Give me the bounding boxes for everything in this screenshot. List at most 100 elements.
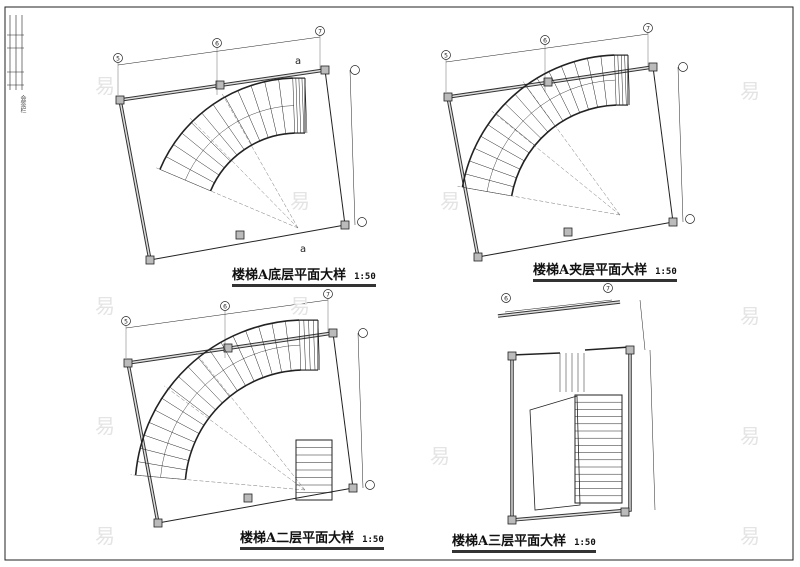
stair-tread: [220, 342, 246, 386]
stair-tread: [295, 78, 298, 134]
axis-label: 6: [504, 296, 508, 303]
column: [123, 358, 133, 368]
watermark: 易: [740, 304, 760, 328]
watermark: 易: [95, 74, 115, 98]
wall-hatch: [511, 352, 631, 521]
section-mark: a: [300, 244, 306, 255]
stair-tread: [285, 321, 292, 371]
stair-tread: [178, 376, 216, 411]
column: [115, 95, 125, 105]
watermark: 易: [440, 189, 460, 213]
watermark: 易: [430, 444, 450, 468]
column: [443, 92, 453, 102]
dimension-line: [639, 299, 646, 351]
watermark: 易: [740, 524, 760, 548]
stair-tread: [137, 461, 187, 471]
stair-tread: [144, 434, 192, 452]
stair-tread: [303, 320, 306, 371]
column: [507, 515, 517, 525]
stair-tread: [250, 85, 269, 138]
axis-bubble: [603, 283, 613, 293]
column: [235, 230, 245, 240]
stair-tread: [154, 409, 200, 434]
title-text: 楼梯A夹层平面大样: [533, 263, 648, 278]
column: [620, 507, 630, 517]
column: [648, 62, 658, 72]
stair-tread: [308, 320, 311, 371]
axis-label: 6: [215, 41, 219, 48]
column: [340, 220, 350, 230]
straight-flight: [574, 394, 623, 504]
stair-tread: [292, 78, 295, 134]
stair-tread: [209, 349, 238, 391]
wall: [157, 487, 354, 524]
plan-title-mezzanine: 楼梯A夹层平面大样 1:50: [533, 259, 677, 282]
stair-tread: [536, 78, 564, 122]
stair-tread: [165, 156, 215, 184]
column: [348, 483, 358, 493]
stair-tread: [548, 71, 572, 117]
scale-text: 1:50: [354, 272, 376, 282]
walk-line: [160, 344, 300, 478]
axis-label: 5: [444, 53, 448, 60]
column: [543, 77, 553, 87]
axis-bubble: [678, 62, 688, 72]
column: [507, 351, 517, 361]
wall-hatch: [447, 66, 654, 258]
dimension-line: [357, 332, 364, 489]
sign-off-label: 会签栏: [19, 95, 26, 113]
axis-bubble: [441, 50, 451, 60]
axis-bubble: [220, 301, 230, 311]
wall: [149, 224, 346, 261]
stair-tread: [487, 124, 530, 154]
stair-tread: [245, 330, 264, 378]
stair-tread: [212, 104, 245, 150]
dimension-line: [117, 36, 321, 66]
stair-tread: [624, 55, 627, 106]
stair-tread: [298, 320, 302, 371]
dimension-line: [125, 299, 329, 329]
wall: [652, 66, 674, 223]
axis-bubble: [643, 23, 653, 33]
stair-tread: [173, 144, 220, 176]
stair-tread: [600, 56, 608, 106]
axis-bubble: [121, 316, 131, 326]
stair-tread: [504, 103, 542, 139]
section-mark: a: [295, 56, 301, 67]
axis-label: 6: [223, 304, 227, 311]
column: [668, 217, 678, 227]
wall: [477, 221, 674, 258]
column: [328, 328, 338, 338]
radial-dim-line: [155, 167, 299, 229]
stair-tread: [201, 112, 238, 156]
column: [153, 518, 163, 528]
stair-tread: [169, 386, 210, 418]
axis-bubble: [540, 35, 550, 45]
stair-tread: [258, 326, 273, 375]
axis-bubble: [358, 328, 368, 338]
stair-tread: [313, 320, 316, 371]
axis-bubble: [365, 480, 375, 490]
wall: [510, 352, 632, 522]
wall: [324, 69, 346, 226]
stair-tread: [495, 113, 535, 146]
axis-label: 6: [543, 38, 547, 45]
stair-tread: [224, 96, 253, 146]
sheet-border: [4, 6, 794, 561]
landing-void: [529, 395, 581, 511]
axis-label: 5: [116, 56, 120, 63]
stair-tread: [148, 422, 196, 443]
scale-text: 1:50: [574, 538, 596, 548]
radial-dim-line: [195, 352, 306, 491]
watermark: 易: [290, 294, 310, 318]
radial-dim-line: [164, 385, 306, 491]
stair-tread: [620, 55, 624, 106]
stair-tread: [264, 81, 278, 136]
column: [145, 255, 155, 265]
scale-text: 1:50: [655, 267, 677, 277]
watermark: 易: [290, 189, 310, 213]
stair-inner-edge: [209, 132, 295, 192]
